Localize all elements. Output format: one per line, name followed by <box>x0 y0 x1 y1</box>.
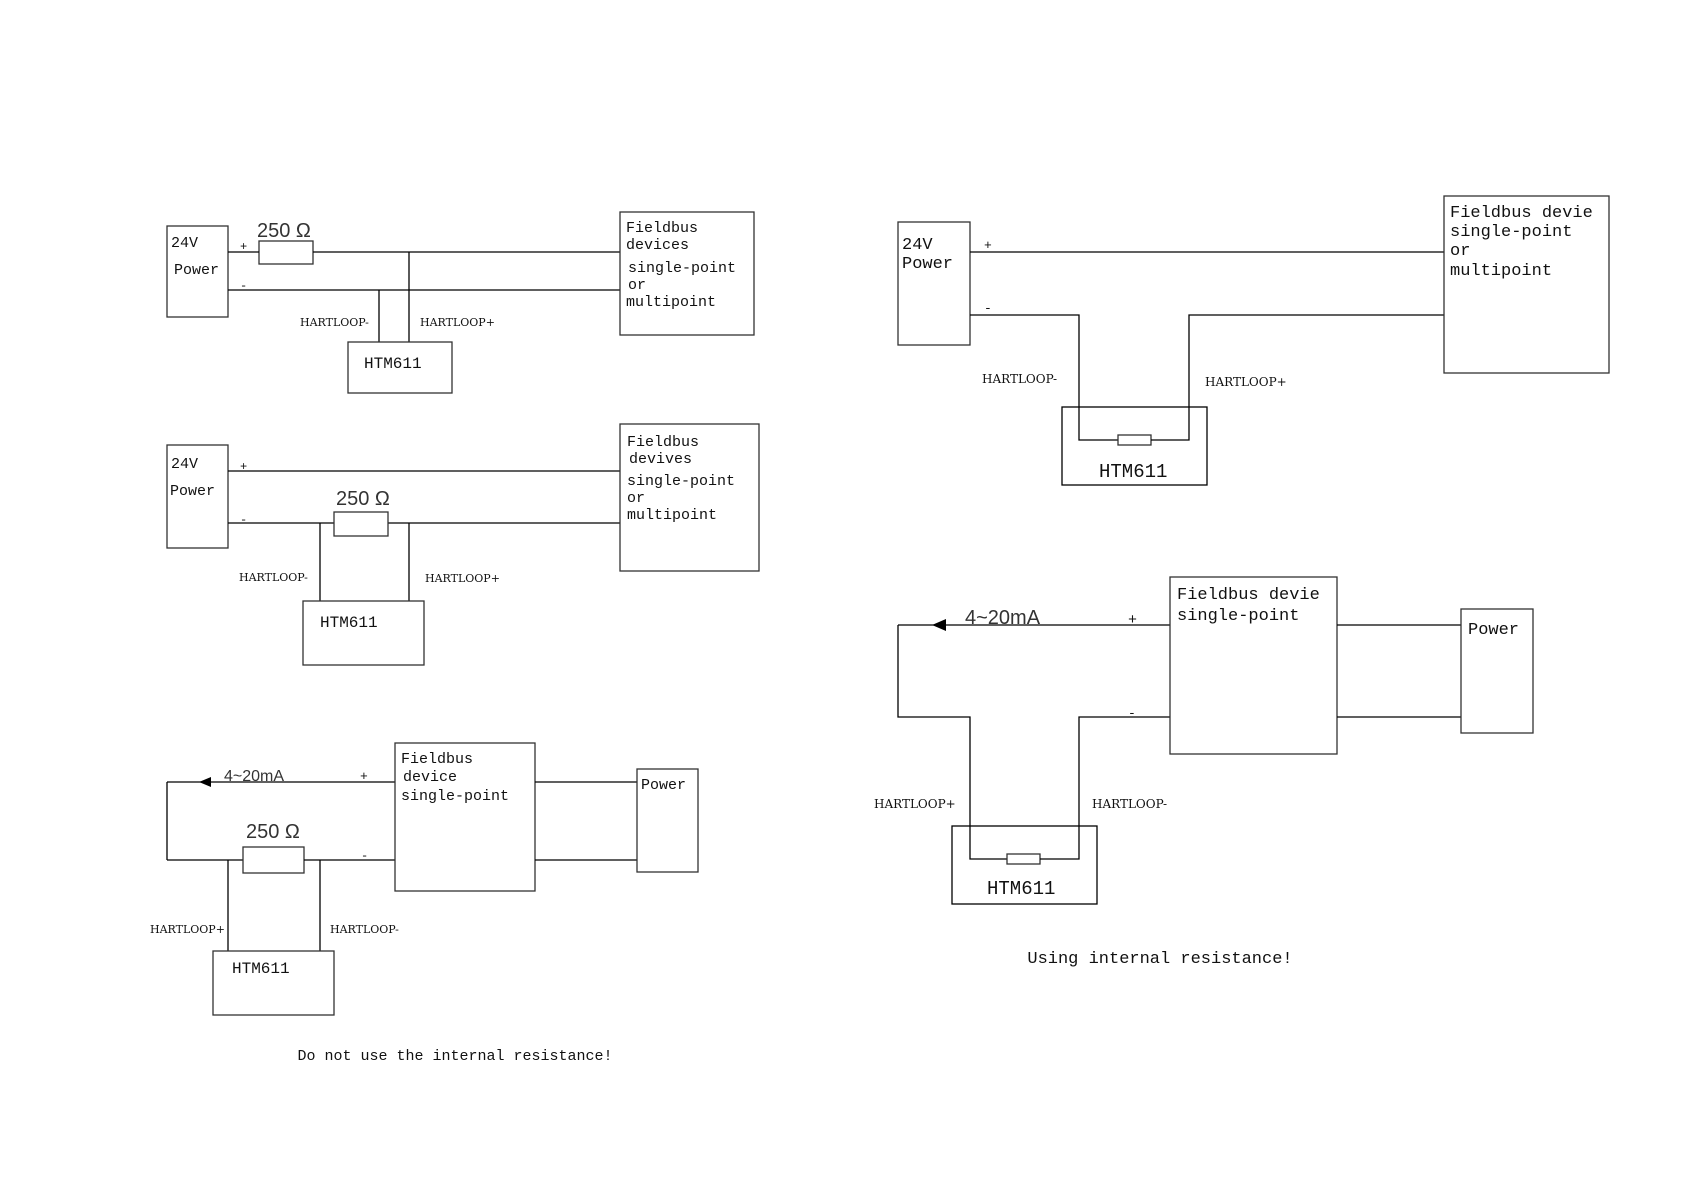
fieldbus-label: single-point <box>401 788 509 805</box>
caption-left: Do not use the internal resistance! <box>297 1048 612 1065</box>
internal-resistor <box>1006 853 1041 865</box>
fieldbus-label: Fieldbus <box>626 220 698 237</box>
wire <box>1151 314 1444 441</box>
caption-right: Using internal resistance! <box>1027 950 1292 969</box>
htm611-box <box>1061 406 1208 486</box>
fieldbus-label: Fieldbus <box>627 434 699 451</box>
hartloop-plus-label: HARTLOOP+ <box>1205 375 1287 389</box>
hartloop-minus-label: HARTLOOP- <box>239 571 308 584</box>
power-label: Power <box>174 262 219 279</box>
fieldbus-device-box <box>619 423 760 572</box>
minus-terminal: - <box>361 849 368 863</box>
plus-terminal: + <box>360 769 368 784</box>
current-direction-arrow <box>199 777 211 787</box>
fieldbus-device-box <box>1169 576 1338 755</box>
fieldbus-label: devives <box>629 451 692 468</box>
resistor <box>258 240 314 265</box>
power-supply-box <box>166 225 229 318</box>
minus-terminal: - <box>1128 706 1136 721</box>
current-direction-arrow <box>932 619 946 631</box>
internal-resistor <box>1117 434 1152 446</box>
power-label: Power <box>1468 621 1519 640</box>
fieldbus-label: single-point <box>627 473 735 490</box>
htm611-box <box>347 341 453 394</box>
fieldbus-device-box <box>394 742 536 892</box>
diagram-4: 24V Power + - HARTLOOP- HARTLOOP+ HTM611… <box>897 195 1610 486</box>
diagram-3: 4~20mA + 250 Ω - HARTLOOP+ HARTLOOP- HTM… <box>150 742 699 1016</box>
hartloop-minus-label: HARTLOOP- <box>982 372 1057 386</box>
fieldbus-label: multipoint <box>626 294 716 311</box>
hartloop-minus-label: HARTLOOP- <box>330 923 399 936</box>
power-label: Power <box>170 483 215 500</box>
fieldbus-label: single-point <box>1450 223 1572 242</box>
resistor-label: 250 Ω <box>257 220 311 242</box>
power-voltage-label: 24V <box>171 235 198 252</box>
power-label: Power <box>902 255 953 274</box>
plus-terminal: + <box>240 460 247 474</box>
fieldbus-label: or <box>627 490 645 507</box>
fieldbus-device-box <box>1443 195 1610 374</box>
hartloop-minus-label: HARTLOOP- <box>300 316 369 329</box>
hartloop-plus-label: HARTLOOP+ <box>425 572 500 585</box>
fieldbus-label: single-point <box>1177 607 1299 626</box>
htm611-box <box>212 950 335 1016</box>
fieldbus-device-box <box>619 211 755 336</box>
diagram-5: 4~20mA + - HARTLOOP+ HARTLOOP- HTM611 Fi… <box>874 576 1534 905</box>
htm611-label: HTM611 <box>364 355 422 373</box>
hartloop-plus-label: HARTLOOP+ <box>150 923 225 936</box>
power-supply-box <box>897 221 971 346</box>
minus-terminal: - <box>240 279 247 293</box>
fieldbus-label: Fieldbus <box>401 751 473 768</box>
plus-terminal: + <box>1128 612 1137 629</box>
power-supply-box <box>166 444 229 549</box>
current-label: 4~20mA <box>224 768 284 785</box>
fieldbus-label: device <box>403 769 457 786</box>
htm611-box <box>302 600 425 666</box>
diagram-2: 24V Power + - 250 Ω HARTLOOP- HARTLOOP+ … <box>166 423 760 666</box>
htm611-label: HTM611 <box>320 614 378 632</box>
power-supply-box <box>1460 608 1534 734</box>
plus-terminal: + <box>240 240 247 254</box>
htm611-label: HTM611 <box>987 878 1055 900</box>
fieldbus-label: Fieldbus devie <box>1450 204 1593 223</box>
current-label: 4~20mA <box>965 607 1041 629</box>
power-voltage-label: 24V <box>902 236 933 255</box>
resistor-label: 250 Ω <box>336 488 390 510</box>
power-label: Power <box>641 777 686 794</box>
hartloop-plus-label: HARTLOOP+ <box>874 797 956 811</box>
minus-terminal: - <box>240 513 247 527</box>
resistor-label: 250 Ω <box>246 821 300 843</box>
htm611-box <box>951 825 1098 905</box>
hartloop-minus-label: HARTLOOP- <box>1092 797 1167 811</box>
fieldbus-label: multipoint <box>627 507 717 524</box>
fieldbus-label: or <box>1450 242 1470 261</box>
wire <box>970 314 1118 441</box>
fieldbus-label: multipoint <box>1450 262 1552 281</box>
plus-terminal: + <box>984 238 992 253</box>
wire <box>897 625 1007 860</box>
power-supply-box <box>636 768 699 873</box>
fieldbus-label: Fieldbus devie <box>1177 586 1320 605</box>
fieldbus-label: single-point <box>628 260 736 277</box>
hartloop-plus-label: HARTLOOP+ <box>420 316 495 329</box>
minus-terminal: - <box>984 301 992 316</box>
fieldbus-label: devices <box>626 237 689 254</box>
htm611-label: HTM611 <box>232 960 290 978</box>
fieldbus-label: or <box>628 277 646 294</box>
power-voltage-label: 24V <box>171 456 198 473</box>
wire <box>1040 716 1170 860</box>
resistor <box>242 846 305 874</box>
htm611-label: HTM611 <box>1099 461 1167 483</box>
diagram-1: 24V Power + - 250 Ω HARTLOOP- HARTLOOP+ … <box>166 211 755 394</box>
resistor <box>333 511 389 537</box>
